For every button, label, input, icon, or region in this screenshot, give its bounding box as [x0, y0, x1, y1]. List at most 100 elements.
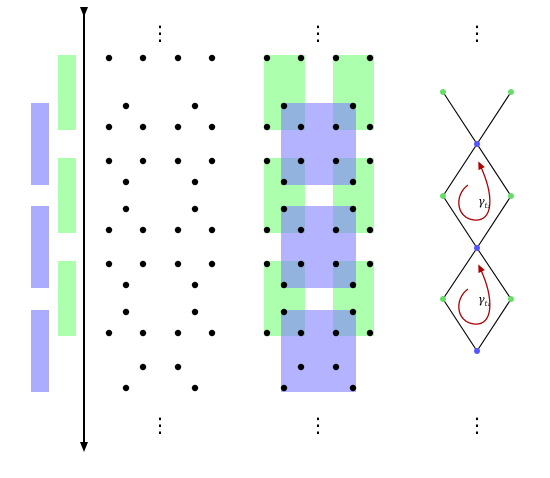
lattice-dot — [122, 281, 130, 289]
lattice-dot — [191, 308, 199, 316]
lattice-dot — [105, 123, 113, 131]
lattice-dot — [263, 157, 271, 165]
label-gamma-t2: γt₂ — [478, 195, 490, 210]
lattice-dot — [263, 123, 271, 131]
vertex-green — [508, 193, 514, 199]
left-layer-legend — [31, 55, 76, 392]
legend-blue-strip-3 — [31, 310, 49, 392]
lattice-dot — [297, 329, 305, 337]
lattice-dot — [122, 102, 130, 110]
lattice-dot — [280, 205, 288, 213]
vertex-points — [440, 89, 514, 354]
blue-block — [281, 206, 356, 288]
lattice-dot — [191, 384, 199, 392]
loop-gamma-t2 — [458, 161, 491, 221]
lattice-dot — [139, 226, 147, 234]
lattice-dot — [332, 260, 340, 268]
label-gamma-t1: γt₁ — [478, 293, 490, 308]
lattice-dot — [105, 226, 113, 234]
lattice-dot — [208, 123, 216, 131]
lattice-dot — [297, 363, 305, 371]
lattice-dot — [174, 123, 182, 131]
lattice-dot — [297, 123, 305, 131]
lattice-dot — [174, 157, 182, 165]
lattice-dot — [139, 54, 147, 62]
lattice-dot — [263, 260, 271, 268]
lattice-dot — [332, 329, 340, 337]
lattice-dot — [122, 308, 130, 316]
lattice-dot — [349, 178, 357, 186]
block-dots — [263, 54, 374, 392]
lattice-dot — [366, 226, 374, 234]
lattice-dot — [297, 260, 305, 268]
lattice-dot — [139, 329, 147, 337]
lattice-dot — [191, 102, 199, 110]
lattice-dot — [174, 329, 182, 337]
lattice-dot — [208, 329, 216, 337]
vertical-ellipsis-icon: ⋮ — [467, 413, 487, 437]
lattice-dot — [349, 205, 357, 213]
lattice-dot — [332, 123, 340, 131]
lattice-dot — [122, 178, 130, 186]
lattice-dot — [297, 226, 305, 234]
lattice-dot — [208, 157, 216, 165]
vertex-green — [440, 89, 446, 95]
lattice-dot — [122, 205, 130, 213]
vertical-ellipsis-icon: ⋮ — [150, 21, 170, 45]
lattice-dot — [280, 384, 288, 392]
lattice-dot — [366, 329, 374, 337]
vertex-green — [440, 193, 446, 199]
blue-block — [281, 103, 356, 185]
lattice-dot — [332, 226, 340, 234]
lattice-dot — [208, 260, 216, 268]
vertex-blue — [474, 245, 480, 251]
vertex-green — [508, 89, 514, 95]
lattice-dot — [191, 205, 199, 213]
block-decomposition — [263, 54, 374, 392]
light-cone-edges — [442, 91, 512, 353]
legend-blue-strip-1 — [31, 103, 49, 185]
vertex-blue — [474, 141, 480, 147]
lattice-dot — [366, 54, 374, 62]
lattice-dot — [280, 281, 288, 289]
lattice-dot — [263, 226, 271, 234]
lattice-dot — [349, 281, 357, 289]
blue-blocks — [281, 103, 356, 392]
lattice-dot — [366, 260, 374, 268]
lattice-dot — [263, 329, 271, 337]
lattice-dot — [139, 157, 147, 165]
lattice-dot — [139, 363, 147, 371]
lattice-dot — [280, 102, 288, 110]
lattice-dot — [349, 308, 357, 316]
lattice-dot — [105, 260, 113, 268]
vertex-blue — [474, 348, 480, 354]
lattice-dot — [105, 157, 113, 165]
green-blocks — [264, 55, 374, 336]
blue-block — [281, 310, 356, 392]
lattice-dot — [174, 54, 182, 62]
lattice-dot — [297, 54, 305, 62]
lattice-dot — [105, 329, 113, 337]
lattice-dot — [332, 363, 340, 371]
lattice-dot — [280, 178, 288, 186]
legend-blue-strip-2 — [31, 206, 49, 288]
lattice-dot — [174, 226, 182, 234]
vertical-ellipsis-icon: ⋮ — [308, 21, 328, 45]
lattice-dot — [191, 178, 199, 186]
lattice-dot — [332, 54, 340, 62]
lattice-dot — [366, 157, 374, 165]
lattice-dot — [349, 102, 357, 110]
lattice-dot — [366, 123, 374, 131]
vertical-ellipsis-icon: ⋮ — [467, 21, 487, 45]
lattice-dot — [332, 157, 340, 165]
lattice-dots — [105, 54, 216, 392]
continuation-ellipses: ⋮ ⋮ ⋮ ⋮ ⋮ ⋮ — [150, 21, 487, 437]
vertex-green — [440, 296, 446, 302]
lattice-dot — [139, 123, 147, 131]
vertical-ellipsis-icon: ⋮ — [308, 413, 328, 437]
legend-green-strip-3 — [58, 261, 76, 336]
lattice-dot — [280, 308, 288, 316]
legend-green-strip-1 — [58, 55, 76, 130]
lattice-dot — [349, 384, 357, 392]
